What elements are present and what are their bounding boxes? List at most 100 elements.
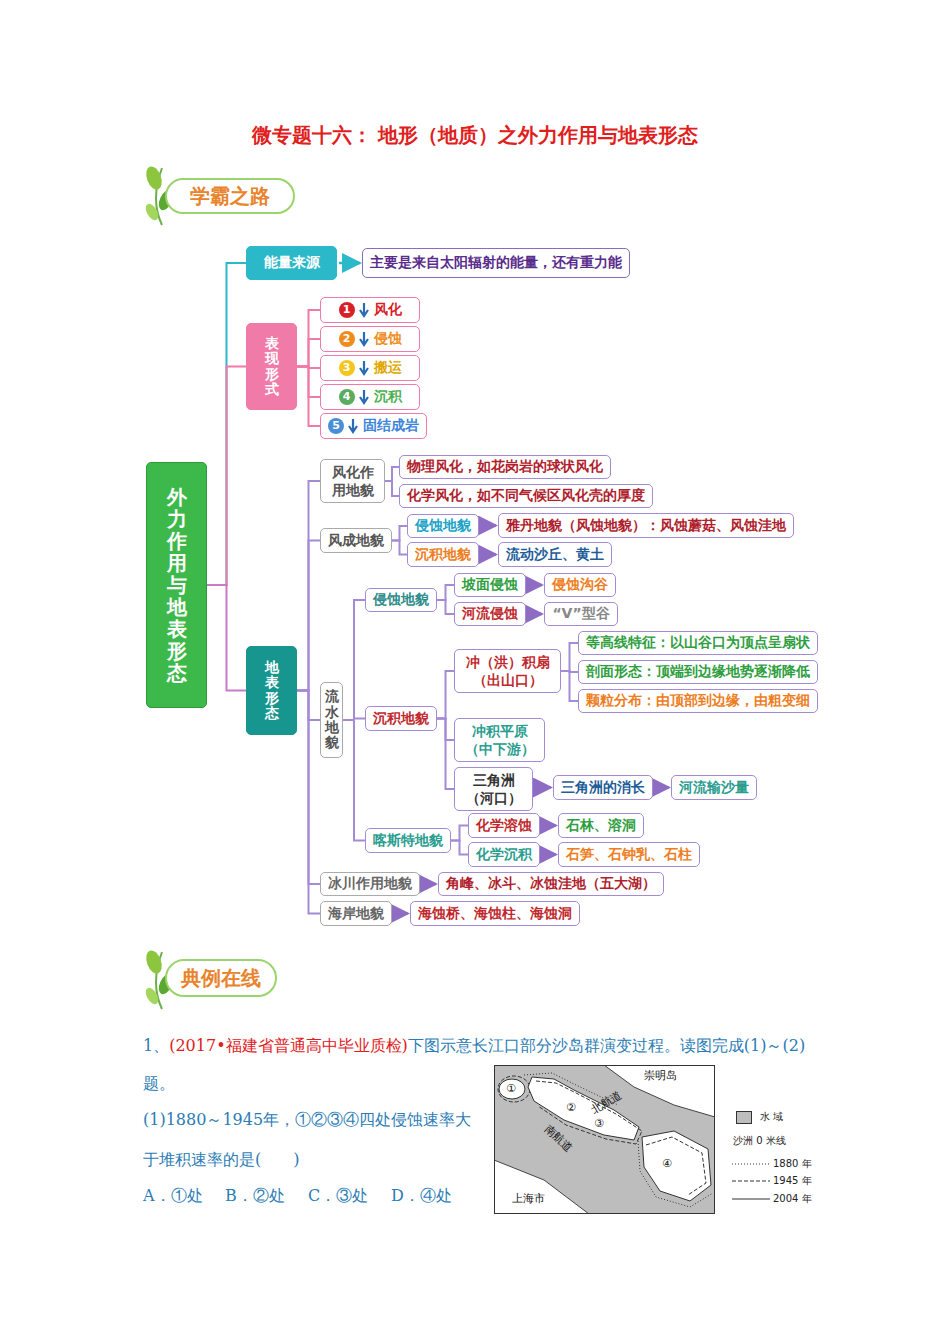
node-text: 物理风化，如花岗岩的球状风化 <box>407 458 603 476</box>
sandbar-4-1880 <box>638 1141 713 1207</box>
page-title: 微专题十六： 地形（地质）之外力作用与地表形态 <box>0 122 950 149</box>
map-drawing <box>494 1065 715 1214</box>
node-text: 流水地貌 <box>325 689 339 751</box>
question-text: 1、 <box>143 1036 169 1055</box>
sandbar-4-1945 <box>646 1137 706 1195</box>
section-badge: 学霸之路 <box>165 178 295 214</box>
node-text: 侵蚀沟谷 <box>552 576 608 594</box>
branch-line <box>385 467 399 481</box>
node-text: 表现形式 <box>265 336 279 398</box>
arrow-connector <box>528 584 542 587</box>
leaf <box>143 948 164 975</box>
topic-box: 剖面形态：顶端到边缘地势逐渐降低 <box>578 660 818 684</box>
down-arrow <box>358 302 370 318</box>
topic-box: 沉积地貌 <box>407 542 479 567</box>
topic-box: 海蚀桥、海蚀柱、海蚀洞 <box>410 901 580 926</box>
branch-line <box>297 367 320 427</box>
node-text: 河流输沙量 <box>679 779 749 797</box>
topic-box: 侵蚀地貌 <box>407 514 479 538</box>
node-text: 等高线特征：以山谷口为顶点呈扇状 <box>586 634 810 652</box>
step-box: 5固结成岩 <box>320 413 427 439</box>
map-frame <box>495 1066 715 1214</box>
down-arrow <box>358 360 370 376</box>
arrow-connector <box>339 262 360 265</box>
topic-box: 喀斯特地貌 <box>365 828 451 853</box>
arrow-stroke <box>349 419 357 432</box>
leaf <box>143 164 164 191</box>
shanghai-land <box>494 1160 589 1214</box>
down-arrow <box>347 418 359 434</box>
branch-line <box>561 643 578 671</box>
topic-box: 化学溶蚀 <box>468 813 540 838</box>
step-number: 3 <box>339 360 355 376</box>
chongming-land <box>604 1065 715 1117</box>
map-label: 上海市 <box>512 1191 545 1206</box>
legend-line-2004 <box>732 1198 770 1199</box>
topic-box: 物理风化，如花岗岩的球状风化 <box>399 455 611 479</box>
question-text: (2017•福建省普通高中毕业质检) <box>169 1036 408 1055</box>
node-text: 学霸之路 <box>190 183 270 210</box>
arrow-connector <box>394 912 408 915</box>
step-box: 4沉积 <box>320 384 420 410</box>
arrow-stroke <box>360 303 368 316</box>
step-box: 1风化 <box>320 297 420 323</box>
down-arrow <box>358 331 370 347</box>
node-text: 剖面形态：顶端到边缘地势逐渐降低 <box>586 663 810 681</box>
node-text: 侵蚀地貌 <box>415 517 471 535</box>
question-text: (1)1880～1945年，①②③④四处侵蚀速率大于堆积速率的是( ) <box>143 1100 481 1180</box>
branch-line <box>437 719 454 790</box>
topic-box: 雅丹地貌（风蚀地貌）：风蚀蘑菇、风蚀洼地 <box>498 513 794 538</box>
branch-line <box>392 541 407 555</box>
map-label: ④ <box>662 1157 672 1170</box>
section-badge: 典例在线 <box>165 959 277 997</box>
branch-line <box>297 339 320 367</box>
map-figure: 崇明岛北航道南航道上海市①②③④ <box>494 1065 715 1214</box>
step-number: 5 <box>328 418 344 434</box>
branch-line <box>297 541 320 691</box>
arrow-stroke <box>360 390 368 403</box>
topic-box: 三角洲的消长 <box>553 775 653 800</box>
branch-line <box>451 841 468 855</box>
topic-box: “V”型谷 <box>544 602 618 626</box>
question-text: D．④处 <box>391 1186 452 1207</box>
down-arrow <box>358 389 370 405</box>
step-number: 2 <box>339 331 355 347</box>
landform-box: 海岸地貌 <box>320 901 392 926</box>
node-text: 典例在线 <box>181 965 261 992</box>
category-box: 能量来源 <box>246 246 337 280</box>
step-box: 3搬运 <box>320 355 420 381</box>
arrow-connector <box>655 786 669 789</box>
legend-line-1880 <box>732 1164 770 1165</box>
legend-text: 沙洲 0 米线 <box>733 1134 786 1148</box>
node-text: 能量来源 <box>264 254 320 272</box>
water <box>494 1065 715 1214</box>
node-text: 沉积 <box>374 388 402 406</box>
category-box: 地表形态 <box>246 646 297 735</box>
step-box: 2 侵蚀 <box>320 326 420 352</box>
question-text: B．②处 <box>225 1186 285 1207</box>
topic-box: 流动沙丘、黄土 <box>498 542 612 567</box>
topic-box: 石笋、石钟乳、石柱 <box>558 842 700 867</box>
node-text: 侵蚀 <box>374 330 402 348</box>
landform-box: 风成地貌 <box>320 528 392 553</box>
map-label: ③ <box>594 1117 604 1130</box>
legend-text: 1945 年 <box>773 1174 812 1188</box>
topic-box: 沉积地貌 <box>365 706 437 731</box>
node-text: 冲（洪）积扇（出山口） <box>462 653 553 689</box>
arrow-connector <box>542 824 556 827</box>
legend-line-1945 <box>732 1181 770 1182</box>
node-text: 沉积地貌 <box>373 710 429 728</box>
node-text: 化学风化，如不同气候区风化壳的厚度 <box>407 487 645 505</box>
topic-box: 河流侵蚀 <box>454 602 526 626</box>
node-text: “V”型谷 <box>552 605 609 623</box>
topic-box: 化学沉积 <box>468 842 540 867</box>
question-text: A．①处 <box>143 1186 203 1207</box>
node-text: 石笋、石钟乳、石柱 <box>566 846 692 864</box>
node-text: 风化作用地貌 <box>328 463 377 499</box>
arrow-connector <box>542 853 556 856</box>
node-text: 冰川作用地貌 <box>328 875 412 893</box>
topic-box: 侵蚀沟谷 <box>544 573 616 597</box>
node-text: 喀斯特地貌 <box>373 832 443 850</box>
topic-box: 冲（洪）积扇（出山口） <box>454 649 561 693</box>
node-text: 化学溶蚀 <box>476 817 532 835</box>
